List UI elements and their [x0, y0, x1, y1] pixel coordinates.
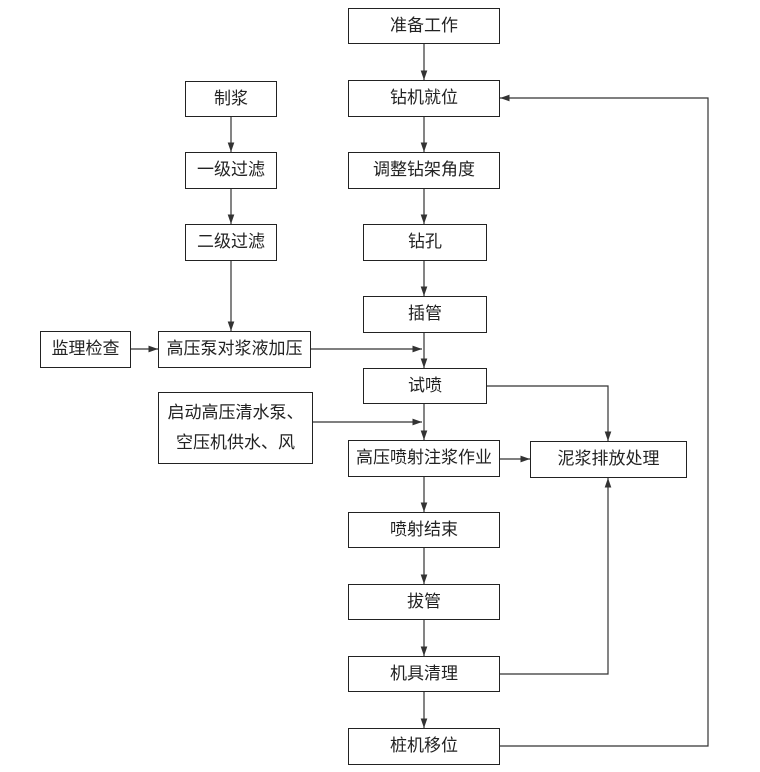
- node-adjust-angle: 调整钻架角度: [348, 152, 500, 189]
- node-drill-hole: 钻孔: [363, 224, 487, 261]
- node-start-pumps: 启动高压清水泵、 空压机供水、风: [158, 392, 313, 464]
- node-make-slurry: 制浆: [185, 81, 277, 117]
- node-rig-position: 钻机就位: [348, 80, 500, 117]
- node-pile-move: 桩机移位: [348, 728, 500, 765]
- node-insert-pipe: 插管: [363, 296, 487, 333]
- node-hp-grouting: 高压喷射注浆作业: [348, 440, 500, 477]
- node-filter-2: 二级过滤: [185, 224, 277, 261]
- node-mud-disposal: 泥浆排放处理: [530, 441, 687, 478]
- arrow-trial-to-mud: [487, 385, 612, 441]
- node-trial-spray: 试喷: [363, 368, 487, 404]
- node-filter-1: 一级过滤: [185, 152, 277, 189]
- node-supervise-check: 监理检查: [40, 331, 131, 368]
- start-pumps-line-2: 空压机供水、风: [176, 433, 295, 453]
- arrow-move-loop-to-rig: [500, 94, 709, 747]
- arrow-clean-to-mud: [500, 478, 612, 675]
- node-pull-pipe: 拔管: [348, 584, 500, 620]
- node-tool-clean: 机具清理: [348, 656, 500, 692]
- start-pumps-line-1: 启动高压清水泵、: [167, 403, 304, 423]
- node-spray-end: 喷射结束: [348, 512, 500, 548]
- node-pump-pressurize: 高压泵对浆液加压: [158, 331, 311, 368]
- node-prepare: 准备工作: [348, 8, 500, 44]
